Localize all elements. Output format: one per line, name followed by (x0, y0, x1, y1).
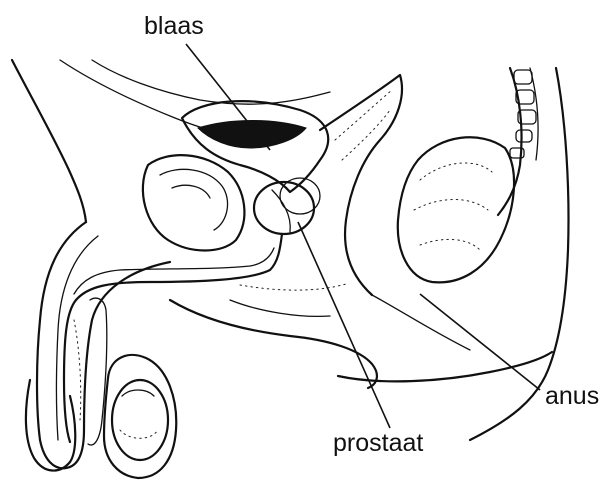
pubic-bone-inner (160, 169, 228, 230)
pubic-bone (143, 155, 245, 250)
prostatic-urethra (272, 190, 290, 232)
pubic-bone-core (172, 185, 210, 198)
testis (112, 380, 168, 460)
prostate (254, 182, 314, 234)
rectovesical-wall (320, 75, 402, 295)
vertebra (514, 70, 532, 84)
gluteal-fold (338, 352, 552, 381)
prostate-leader-line (298, 222, 390, 428)
urethra (64, 234, 282, 442)
prostate-label: prostaat (333, 431, 423, 456)
anus-label: anus (545, 384, 599, 409)
bladder-label: blaas (144, 14, 204, 39)
glans (26, 380, 75, 471)
abdominal-wall (12, 60, 86, 222)
inner-abdominal-contour (60, 60, 228, 134)
anus-leader-line (420, 294, 540, 390)
bladder-lumen (198, 121, 306, 149)
vertebra (516, 130, 532, 142)
perineum (170, 300, 377, 388)
